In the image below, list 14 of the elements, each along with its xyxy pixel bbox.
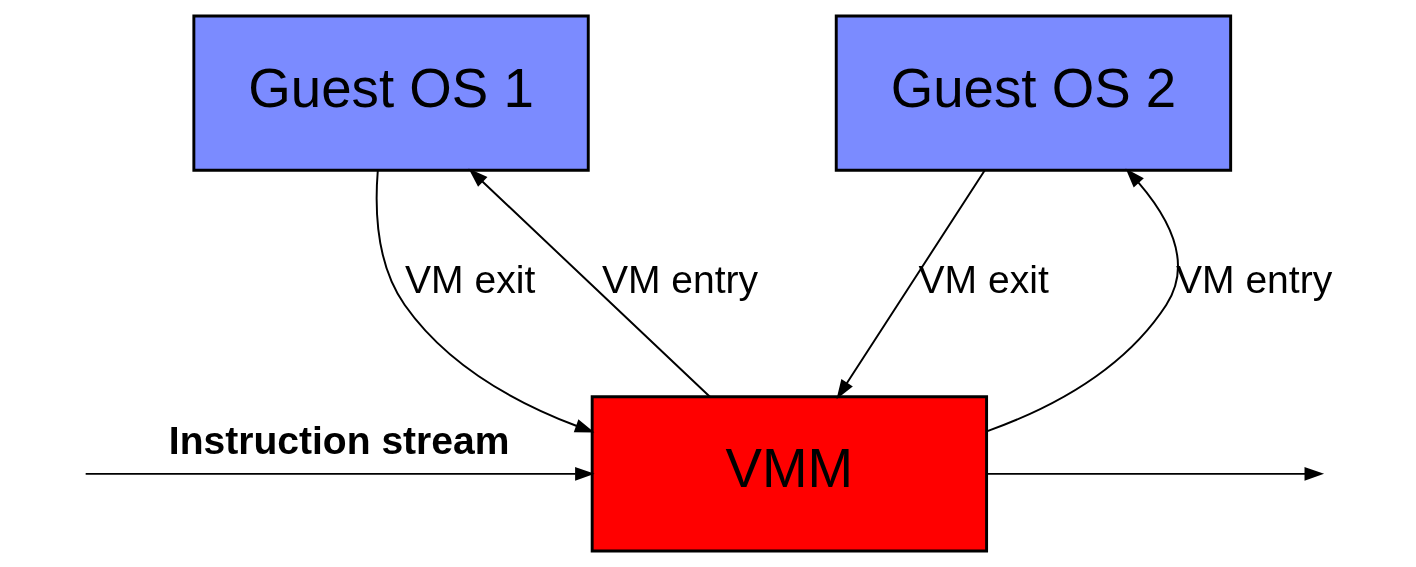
arrow xyxy=(375,169,595,433)
edge-label: VM entry xyxy=(1175,258,1333,302)
node-box: Guest OS 2 xyxy=(834,14,1233,172)
arrow xyxy=(985,168,1179,433)
arrow xyxy=(84,467,595,481)
edge-label: VM exit xyxy=(918,258,1049,302)
edge-label: VM entry xyxy=(601,258,759,302)
arrow xyxy=(468,168,711,398)
arrow xyxy=(985,467,1325,481)
node-box: VMM xyxy=(590,395,989,553)
edge-label: Instruction stream xyxy=(168,419,510,463)
node-box: Guest OS 1 xyxy=(192,14,590,172)
edge-label: VM exit xyxy=(405,258,536,302)
arrow xyxy=(836,169,986,400)
